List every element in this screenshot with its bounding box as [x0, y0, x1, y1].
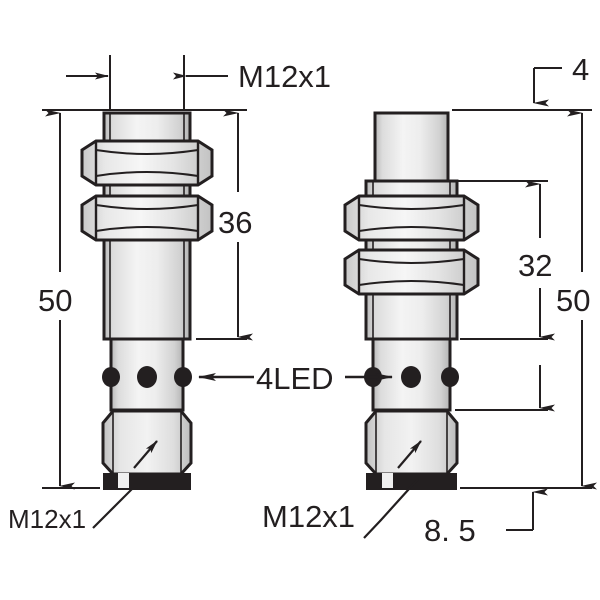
- right-connector-body: [364, 409, 459, 476]
- led-dot-center: [137, 366, 157, 388]
- right-hex-nut-lower: [343, 248, 480, 296]
- dim-32-label: 32: [518, 248, 552, 283]
- left-connector-body: [101, 409, 193, 476]
- left-connector-leader-arrow: [133, 440, 158, 469]
- right-connector-edges: [375, 411, 448, 474]
- dim-36-label: 36: [218, 205, 252, 240]
- m12x1-bottom-left-label: M12x1: [8, 504, 86, 534]
- right-dimensions: 4 32 50 8. 5 M12x1: [262, 52, 597, 548]
- m12x1-bottom-right-label: M12x1: [262, 499, 355, 534]
- right-hex-nut-upper: [343, 194, 480, 242]
- left-hex-nut-lower: [80, 194, 214, 242]
- right-m12-bottom-leader: [363, 478, 419, 539]
- right-hex-nut-lower-facets: [357, 250, 466, 294]
- dim-50-right-label: 50: [556, 283, 590, 318]
- left-m12-bottom-leader: [92, 477, 144, 529]
- right-top-cylinder: [373, 111, 450, 183]
- right-connector-keyway: [382, 473, 393, 488]
- left-dimensions: 50 36 M12x1 M12x1: [8, 55, 331, 534]
- left-connector-base: [103, 473, 191, 490]
- dim-4-label: 4: [572, 52, 589, 87]
- led-dot-center: [401, 366, 421, 388]
- right-hex-nut-lower-chamfer: [358, 258, 465, 286]
- left-connector-edges: [112, 411, 182, 474]
- right-sensor-view: [343, 111, 480, 490]
- left-hex-nut-upper: [80, 139, 214, 187]
- left-hex-nut-lower-chamfer: [95, 204, 199, 232]
- left-sensor-view: [80, 111, 214, 490]
- left-hex-nut-upper-facets: [94, 141, 200, 185]
- led-label: 4LED: [256, 361, 334, 396]
- dim-8-5-label: 8. 5: [424, 513, 476, 548]
- left-led-indicators: [102, 366, 192, 388]
- left-hex-nut-upper-chamfer: [95, 149, 199, 177]
- left-connector-keyway: [118, 473, 129, 488]
- led-annotation: 4LED: [198, 361, 393, 396]
- m12x1-top-label: M12x1: [238, 59, 331, 94]
- right-hex-nut-upper-facets: [357, 196, 466, 240]
- right-hex-nut-upper-chamfer: [358, 204, 465, 232]
- led-dot-right: [441, 367, 459, 387]
- dim-50-left-label: 50: [38, 283, 72, 318]
- led-dot-right: [174, 367, 192, 387]
- right-connector-leader-arrow: [397, 440, 422, 469]
- led-dot-left: [102, 367, 120, 387]
- left-hex-nut-lower-facets: [94, 196, 200, 240]
